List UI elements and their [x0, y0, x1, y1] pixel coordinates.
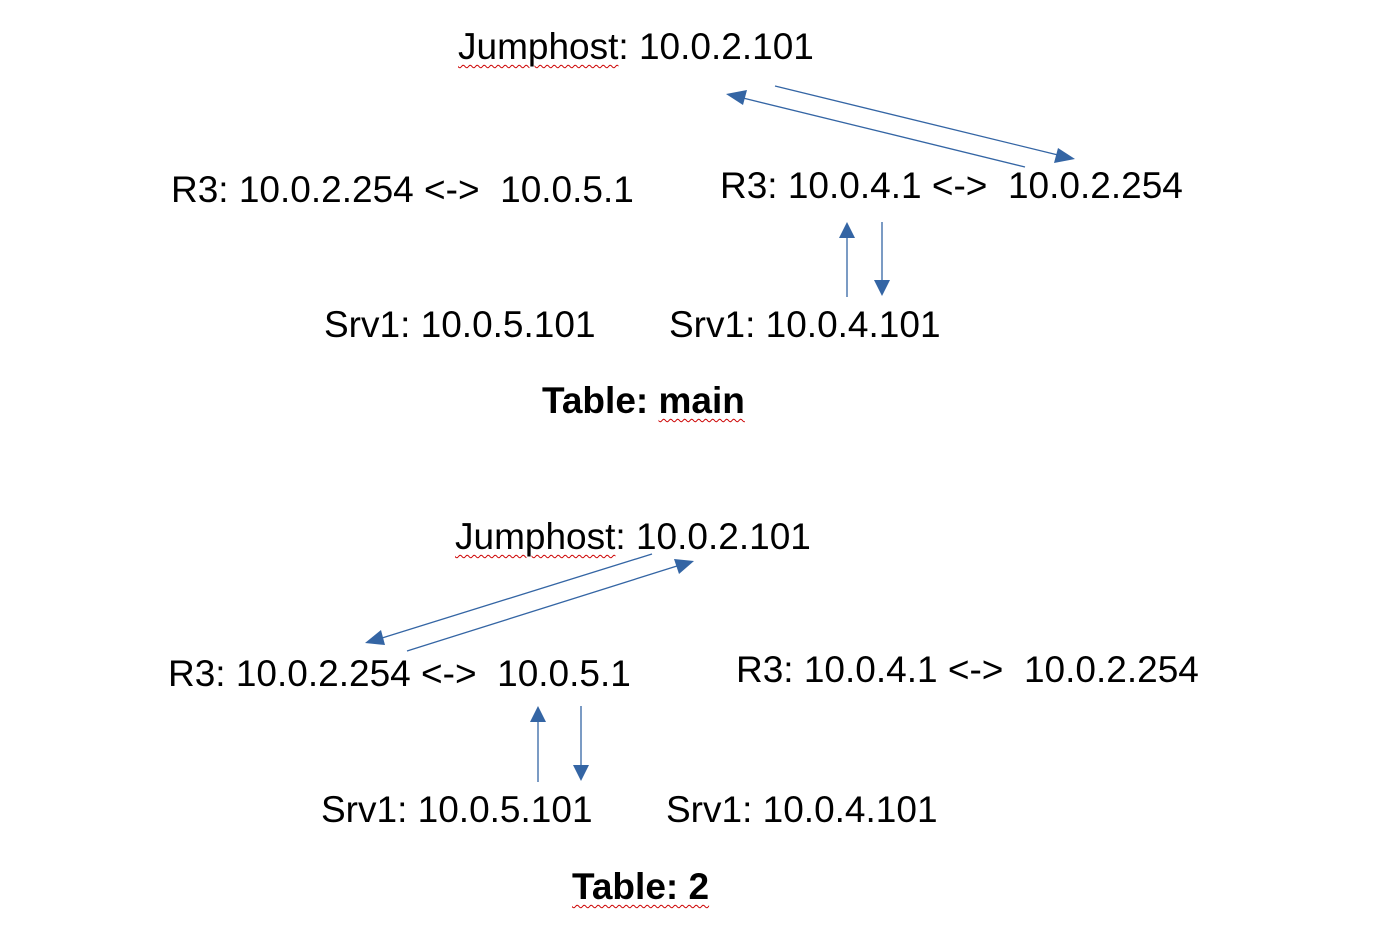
arrow	[530, 706, 546, 782]
r3-right-interface-label: R3: 10.0.4.1 <-> 10.0.2.254	[720, 165, 1183, 206]
srv1-left-label: Srv1: 10.0.5.101	[321, 789, 593, 830]
table-prefix: Table:	[542, 380, 659, 421]
srv1-right-label: Srv1: 10.0.4.101	[666, 789, 938, 830]
table-name: main	[658, 380, 745, 421]
table-name: Table: 2	[572, 866, 710, 907]
arrow	[365, 553, 653, 645]
srv1-right-label: Srv1: 10.0.4.101	[669, 304, 941, 345]
jumphost-label: Jumphost: 10.0.2.101	[455, 517, 811, 557]
jumphost-name: Jumphost	[455, 516, 616, 557]
r3-left-interface-label: R3: 10.0.2.254 <-> 10.0.5.1	[171, 169, 634, 210]
r3-left-interface-label: R3: 10.0.2.254 <-> 10.0.5.1	[168, 653, 631, 694]
arrow	[839, 222, 855, 297]
table-title: Table: 2	[572, 867, 709, 907]
jumphost-ip: 10.0.2.101	[638, 26, 814, 67]
jumphost-sep: :	[618, 26, 639, 67]
jumphost-label: Jumphost: 10.0.2.101	[458, 27, 814, 67]
arrow	[573, 706, 589, 781]
arrow	[874, 222, 890, 296]
srv1-left-label: Srv1: 10.0.5.101	[324, 304, 596, 345]
jumphost-sep: :	[615, 516, 636, 557]
jumphost-name: Jumphost	[458, 26, 619, 67]
table-title: Table: main	[542, 381, 745, 421]
jumphost-ip: 10.0.2.101	[635, 516, 811, 557]
r3-right-interface-label: R3: 10.0.4.1 <-> 10.0.2.254	[736, 649, 1199, 690]
arrow	[774, 85, 1075, 163]
arrow	[726, 90, 1026, 168]
arrow	[406, 559, 694, 652]
